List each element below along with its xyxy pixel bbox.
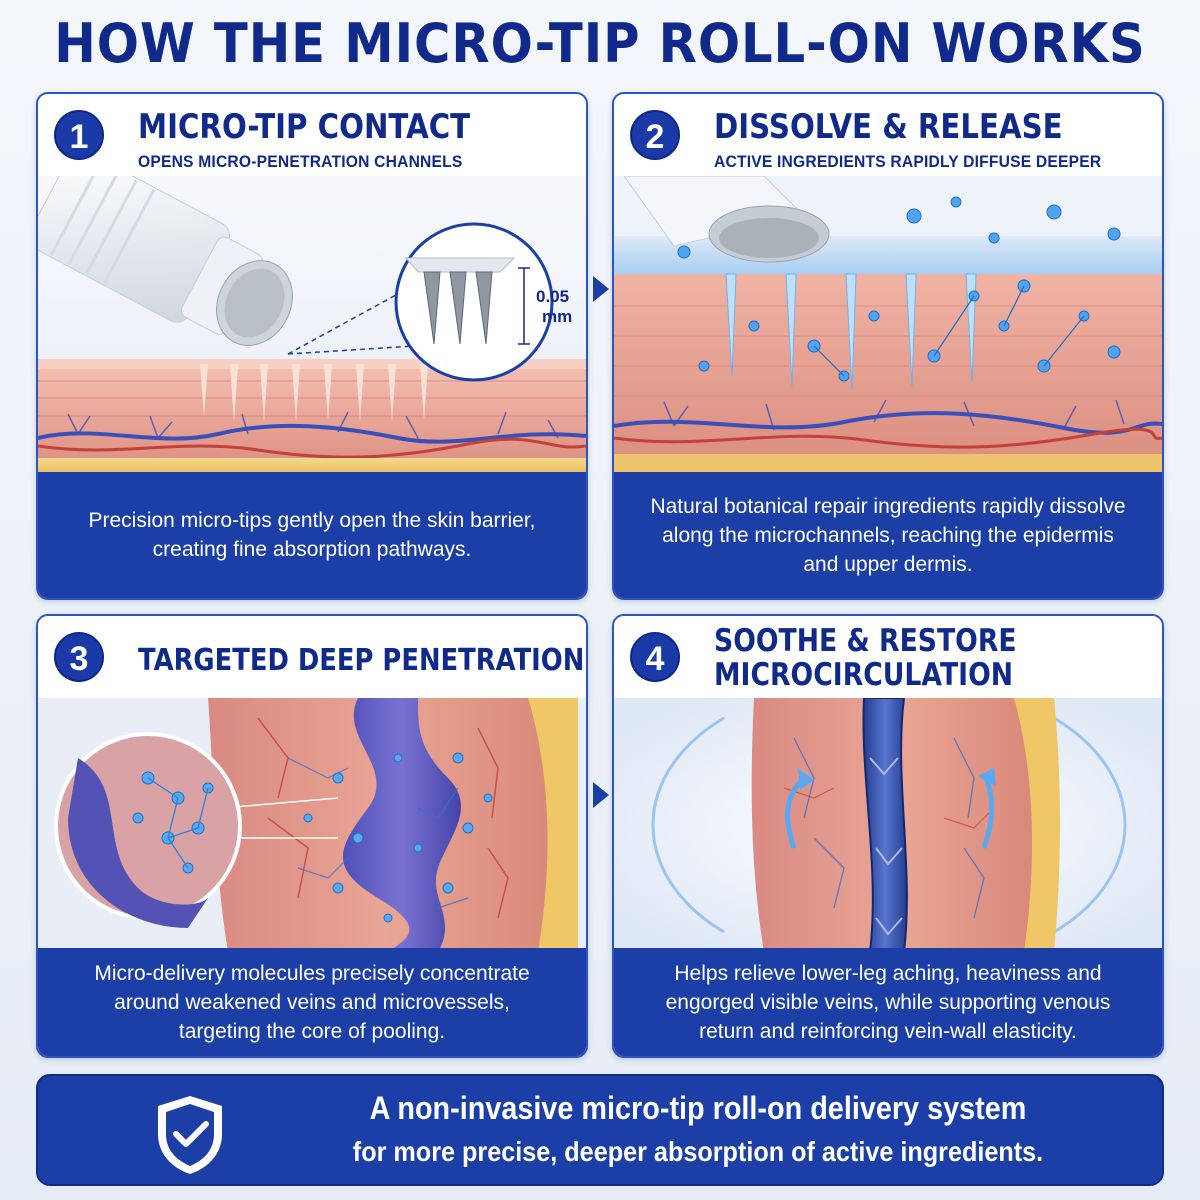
- banner-line-1: A non-invasive micro-tip roll-on deliver…: [369, 1090, 1027, 1126]
- step-1-header: 1 MICRO-TIP CONTACT OPENS MICRO-PENETRAT…: [38, 94, 586, 176]
- step-4-number: 4: [630, 632, 680, 682]
- step-3-illustration: [38, 698, 586, 952]
- step-3-title: TARGETED DEEP PENETRATION: [138, 643, 585, 678]
- step-4-header: 4 SOOTHE & RESTORE MICROCIRCULATION: [614, 616, 1162, 698]
- step-4-caption: Helps relieve lower-leg aching, heavines…: [614, 948, 1162, 1056]
- main-title: HOW THE MICRO-TIP ROLL-ON WORKS: [54, 12, 1146, 75]
- step-3-caption-text: Micro-delivery molecules precisely conce…: [94, 961, 530, 1043]
- step-1-title: MICRO-TIP CONTACT: [138, 107, 471, 147]
- step-1-panel: 1 MICRO-TIP CONTACT OPENS MICRO-PENETRAT…: [36, 92, 588, 600]
- step-4-illustration: [614, 698, 1162, 952]
- dissolve-release-illustration: [614, 176, 1162, 476]
- step-3-header: 3 TARGETED DEEP PENETRATION: [38, 616, 586, 698]
- targeted-penetration-illustration: [38, 698, 586, 952]
- step-3-panel: 3 TARGETED DEEP PENETRATION: [36, 614, 588, 1058]
- tip-length-value: 0.05: [536, 287, 569, 306]
- step-2-caption: Natural botanical repair ingredients rap…: [614, 472, 1162, 598]
- step-4-caption-text: Helps relieve lower-leg aching, heavines…: [665, 961, 1111, 1043]
- micro-tip-contact-illustration: 0.05 mm: [38, 176, 586, 476]
- step-1-caption-text: Precision micro-tips gently open the ski…: [88, 509, 536, 561]
- step-4-title: SOOTHE & RESTORE MICROCIRCULATION: [714, 623, 1017, 693]
- step-2-header: 2 DISSOLVE & RELEASE ACTIVE INGREDIENTS …: [614, 94, 1162, 176]
- summary-banner: A non-invasive micro-tip roll-on deliver…: [36, 1074, 1164, 1186]
- step-1-illustration: 0.05 mm: [38, 176, 586, 476]
- arrow-right-icon: [593, 782, 609, 808]
- step-2-number: 2: [630, 110, 680, 160]
- step-2-illustration: [614, 176, 1162, 476]
- step-1-number: 1: [54, 110, 104, 160]
- restore-microcirculation-illustration: [614, 698, 1162, 952]
- step-3-caption: Micro-delivery molecules precisely conce…: [38, 948, 586, 1056]
- step-2-title: DISSOLVE & RELEASE: [714, 107, 1063, 147]
- arrow-right-icon: [593, 276, 609, 302]
- step-2-subtitle: ACTIVE INGREDIENTS RAPIDLY DIFFUSE DEEPE…: [714, 152, 1102, 171]
- step-2-caption-text: Natural botanical repair ingredients rap…: [650, 494, 1126, 576]
- shield-check-icon: [158, 1096, 222, 1174]
- step-1-subtitle: OPENS MICRO-PENETRATION CHANNELS: [138, 152, 463, 171]
- step-4-panel: 4 SOOTHE & RESTORE MICROCIRCULATION: [612, 614, 1164, 1058]
- tip-length-unit: mm: [542, 307, 572, 326]
- step-2-panel: 2 DISSOLVE & RELEASE ACTIVE INGREDIENTS …: [612, 92, 1164, 600]
- step-3-number: 3: [54, 632, 104, 682]
- banner-line-2: for more precise, deeper absorption of a…: [352, 1136, 1044, 1167]
- step-1-caption: Precision micro-tips gently open the ski…: [38, 472, 586, 598]
